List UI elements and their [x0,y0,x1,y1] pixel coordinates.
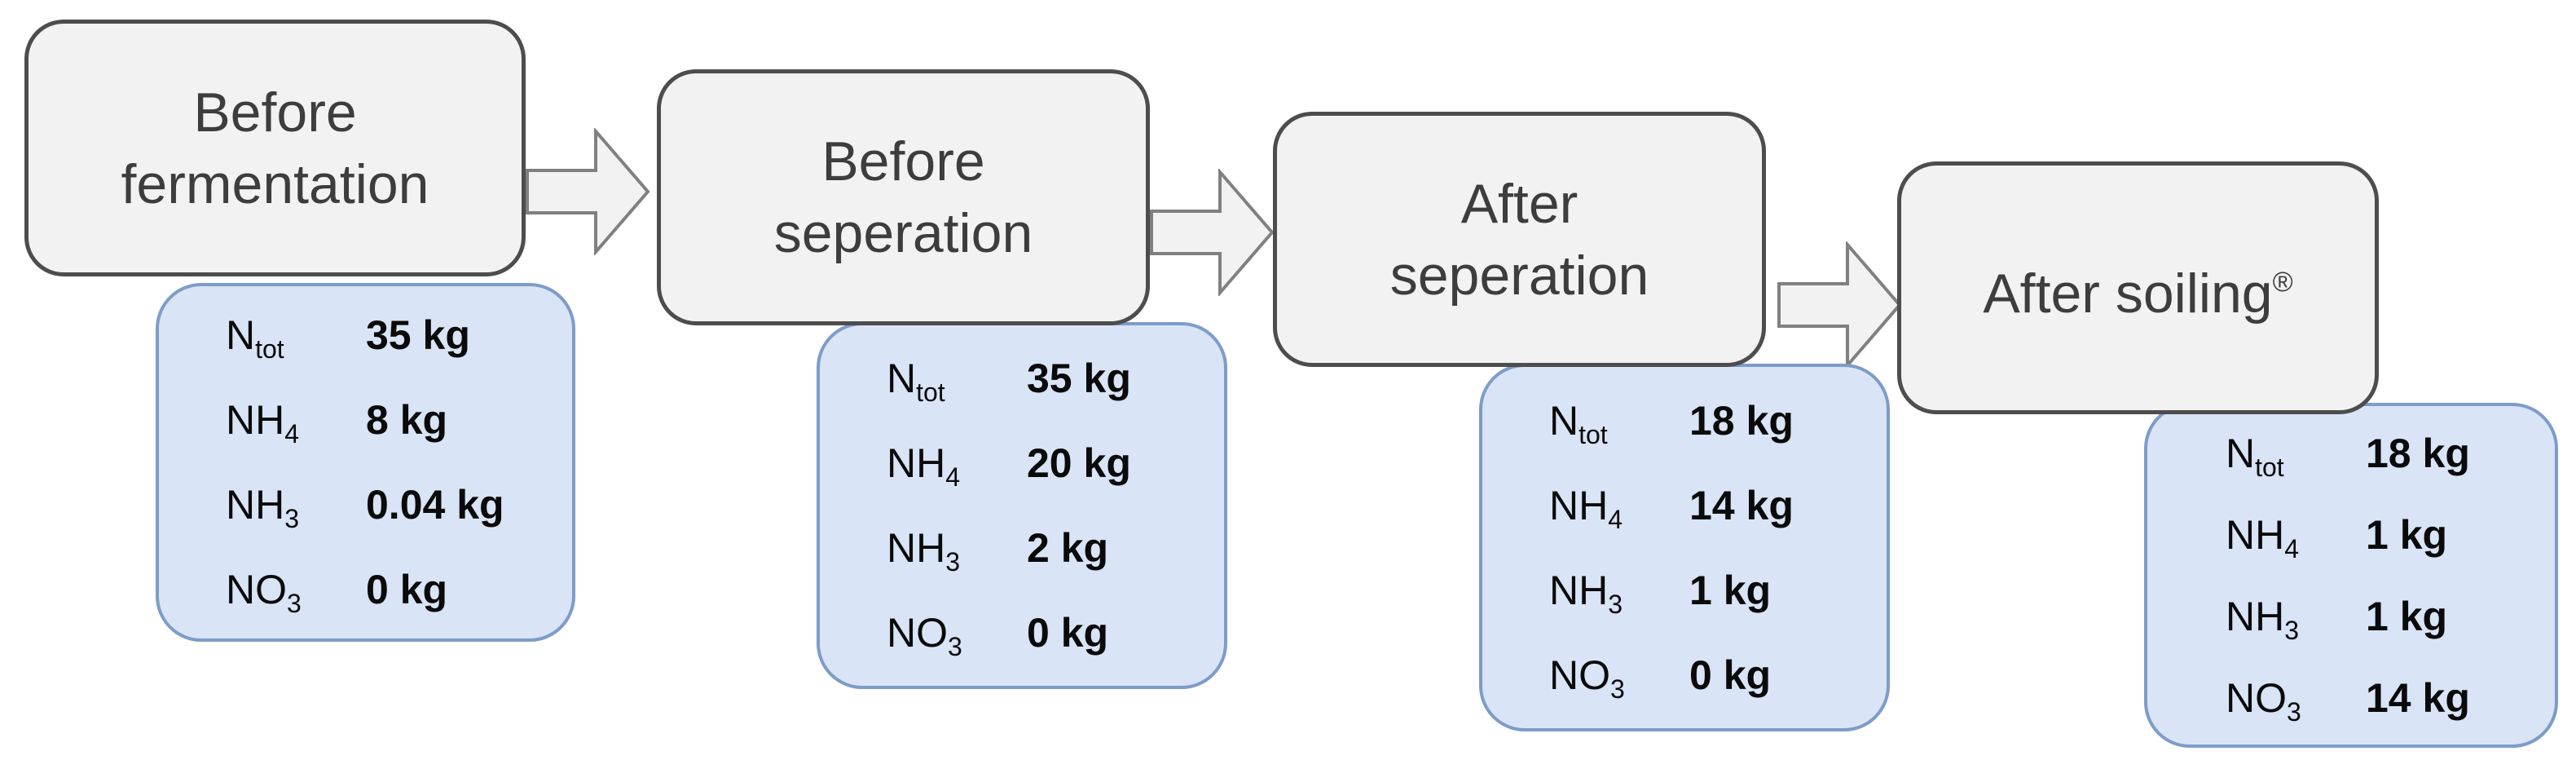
measurement-value: 35 kg [1027,356,1131,401]
measurement-label: NH4 [887,440,961,492]
measurement-label: NH4 [2226,511,2300,563]
measurement-row: Ntot 18 kg [1549,378,1870,463]
stage-title: Before fermentation [121,77,429,220]
measurement-label: NH4 [226,397,300,448]
measurement-row: NH4 8 kg [226,378,556,462]
measurement-value: 1 kg [2366,511,2448,558]
measurement-label: NO3 [887,610,962,661]
measurement-label: NH3 [1549,567,1623,619]
stage-box-before-seperation: Before seperation [657,69,1150,325]
measurement-row: NH4 20 kg [887,421,1208,506]
stage-title: After soiling® [1983,246,2292,329]
measurement-label: NO3 [2226,674,2301,727]
stage-title-line: Before [821,130,985,192]
stage-title-line: Before [193,81,357,144]
stage-box-after-seperation: After seperation [1273,112,1766,367]
measurement-label: NH4 [1549,482,1623,534]
flow-arrow-icon [1777,241,1902,369]
measurement-row: NH3 1 kg [1549,548,1870,633]
stage-title: After seperation [1390,168,1649,312]
stage-box-after-soiling: After soiling® [1897,161,2379,414]
measurement-value: 2 kg [1027,525,1109,571]
data-box-after-soiling: Ntot 18 kg NH4 1 kg NH3 1 kg NO3 14 kg [2144,403,2558,748]
stage-title-line: seperation [1389,244,1649,307]
measurement-row: NO3 0 kg [1549,633,1870,718]
measurement-row: Ntot 35 kg [887,336,1208,421]
stage-title-line: After [1460,172,1579,235]
stage-box-before-fermentation: Before fermentation [24,20,526,276]
flow-arrow-icon [1150,169,1275,296]
measurement-value: 18 kg [1689,397,1794,444]
measurement-row: Ntot 18 kg [2226,413,2539,494]
measurement-value: 0 kg [366,567,448,612]
stage-title-line: seperation [773,202,1033,264]
measurement-value: 35 kg [366,312,470,358]
measurement-row: NH4 1 kg [2226,494,2539,576]
measurement-row: NO3 0 kg [887,590,1208,675]
measurement-label: Ntot [1549,397,1608,449]
stage-title: Before seperation [774,126,1033,269]
data-box-before-seperation: Ntot 35 kg NH4 20 kg NH3 2 kg NO3 0 kg [817,322,1227,689]
measurement-row: NH3 2 kg [887,506,1208,590]
measurement-value: 14 kg [1689,482,1794,528]
stage-title-line: After soiling [1983,263,2273,325]
measurement-value: 8 kg [366,397,448,443]
measurement-label: Ntot [887,356,945,407]
measurement-row: NH3 0.04 kg [226,462,556,547]
measurement-row: NO3 14 kg [2226,657,2539,739]
measurement-label: Ntot [226,312,284,364]
measurement-label: NO3 [226,567,302,618]
measurement-row: NH3 1 kg [2226,576,2539,657]
measurement-value: 1 kg [2366,593,2448,639]
measurement-value: 0.04 kg [366,482,504,528]
data-box-after-seperation: Ntot 18 kg NH4 14 kg NH3 1 kg NO3 0 kg [1479,364,1890,731]
measurement-label: NH3 [887,525,961,577]
measurement-value: 18 kg [2366,430,2470,476]
measurement-row: NH4 14 kg [1549,463,1870,548]
measurement-value: 0 kg [1027,610,1109,656]
measurement-value: 14 kg [2366,674,2470,721]
measurement-value: 20 kg [1027,440,1131,486]
registered-mark: ® [2272,267,2293,298]
flow-arrow-icon [526,128,650,255]
measurement-label: NH3 [2226,593,2300,645]
measurement-value: 1 kg [1689,567,1772,613]
measurement-row: NO3 0 kg [226,547,556,632]
measurement-row: Ntot 35 kg [226,293,556,378]
measurement-label: NO3 [1549,652,1625,704]
measurement-label: Ntot [2226,430,2284,482]
measurement-label: NH3 [226,482,300,533]
stage-title-line: fermentation [121,152,429,215]
measurement-value: 0 kg [1689,652,1772,698]
data-box-before-fermentation: Ntot 35 kg NH4 8 kg NH3 0.04 kg NO3 0 kg [156,283,575,642]
